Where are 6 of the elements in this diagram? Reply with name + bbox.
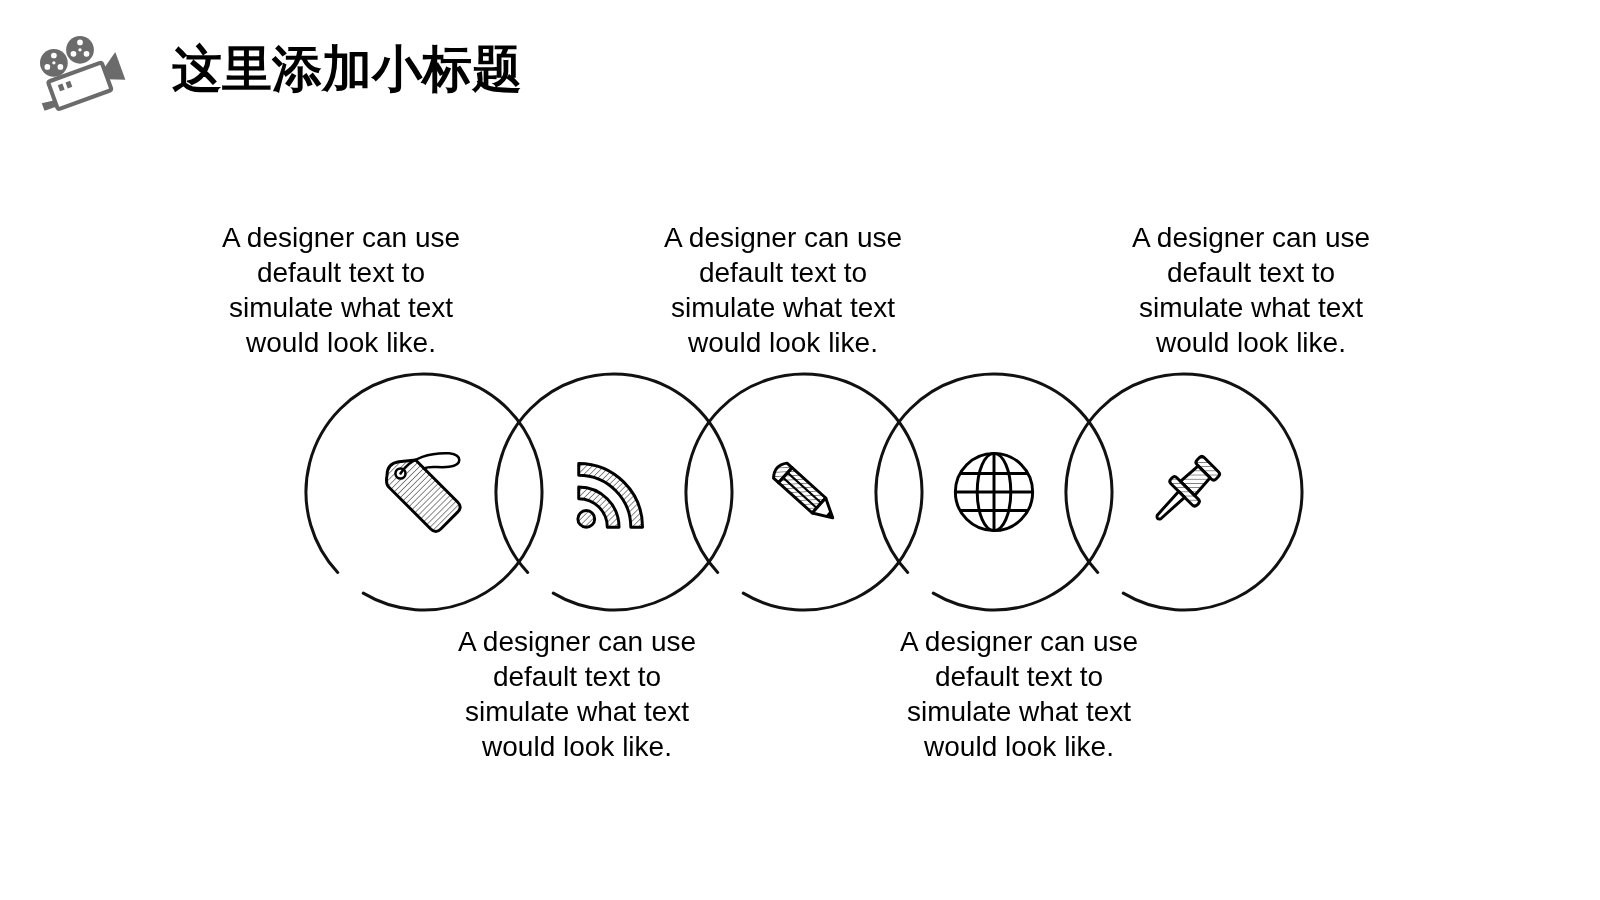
description-text: A designer can use default text to simulate what text would look like. xyxy=(1130,221,1372,360)
slide-title: 这里添加小标题 xyxy=(172,39,522,100)
description-text: A designer can use default text to simulate what text would look like. xyxy=(898,625,1140,764)
description-text: A designer can use default text to simulate what text would look like. xyxy=(662,221,904,360)
description-text: A designer can use default text to simulate what text would look like. xyxy=(456,625,698,764)
description-text: A designer can use default text to simulate what text would look like. xyxy=(220,221,462,360)
